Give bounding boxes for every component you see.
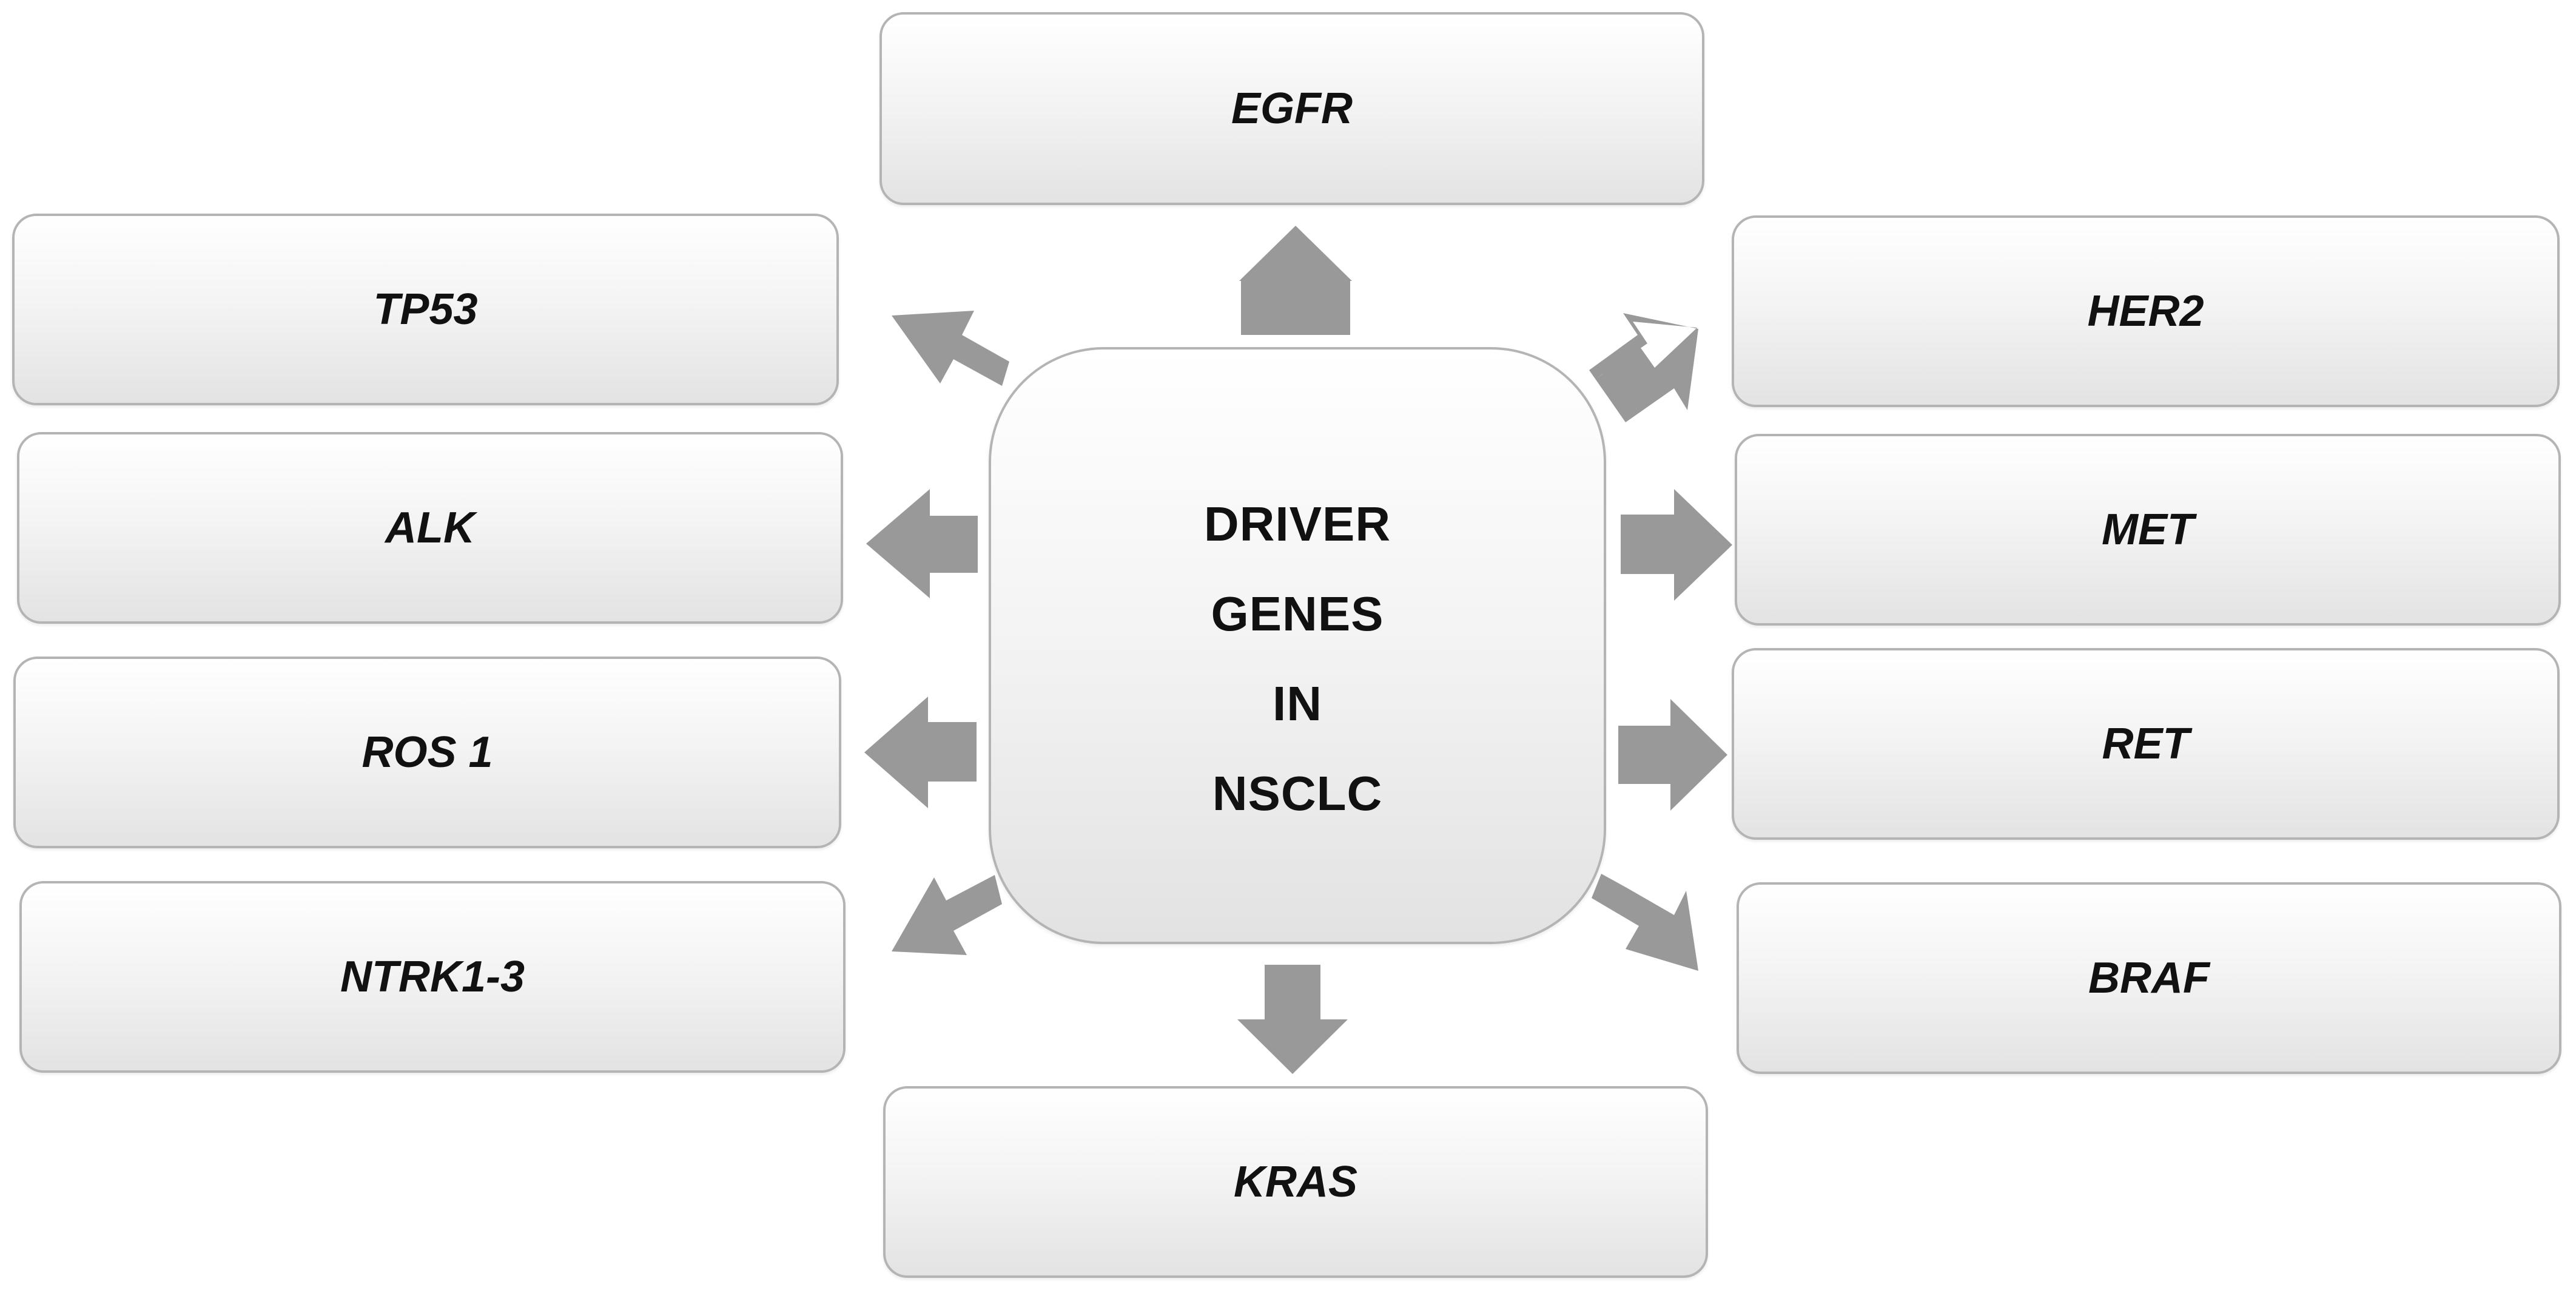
gene-label-tp53: TP53 (373, 285, 478, 334)
arrow-her2 (1589, 313, 1698, 422)
gene-box-met: MET (1735, 434, 2561, 626)
center-line-2: GENES (1211, 587, 1384, 641)
gene-box-egfr: EGFR (879, 12, 1704, 205)
arrow-met (1621, 489, 1732, 601)
arrow-tp53 (892, 311, 1009, 386)
gene-label-ntrk: NTRK1-3 (340, 953, 525, 1001)
gene-box-ros1: ROS 1 (13, 657, 841, 848)
gene-box-alk: ALK (17, 432, 843, 624)
arrow-kras (1237, 965, 1348, 1074)
arrow-braf (1592, 874, 1698, 971)
gene-label-met: MET (2102, 505, 2194, 554)
gene-label-her2: HER2 (2087, 287, 2204, 336)
arrow-ret (1618, 699, 1727, 811)
gene-box-kras: KRAS (883, 1086, 1708, 1278)
gene-box-braf: BRAF (1737, 882, 2561, 1074)
gene-box-her2: HER2 (1732, 215, 2560, 407)
arrow-alk (866, 489, 978, 598)
arrow-ros1 (864, 697, 977, 808)
arrow-ntrk (892, 875, 1002, 955)
gene-label-braf: BRAF (2088, 954, 2210, 1002)
gene-label-ret: RET (2102, 720, 2190, 768)
gene-label-egfr: EGFR (1231, 84, 1353, 133)
gene-label-alk: ALK (385, 504, 475, 552)
arrow-egfr (1239, 226, 1352, 335)
center-box: DRIVER GENES IN NSCLC (989, 347, 1606, 944)
gene-label-kras: KRAS (1233, 1158, 1357, 1206)
gene-box-ntrk: NTRK1-3 (19, 881, 846, 1073)
gene-box-ret: RET (1732, 648, 2560, 840)
gene-label-ros1: ROS 1 (362, 728, 493, 777)
center-line-4: NSCLC (1212, 766, 1383, 820)
gene-box-tp53: TP53 (12, 214, 839, 405)
center-line-1: DRIVER (1203, 497, 1391, 551)
center-line-3: IN (1273, 677, 1322, 731)
